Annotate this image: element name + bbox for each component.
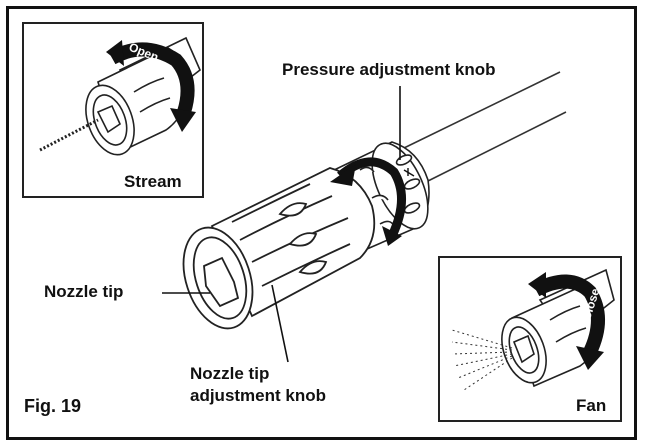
pressure-rotate-arrow-icon: [330, 157, 407, 246]
fan-close-arrow-icon: [528, 272, 605, 370]
fan-caption: Fan: [576, 396, 607, 415]
stream-open-arrow-icon: [106, 40, 196, 132]
stream-spray-icon: [39, 118, 99, 152]
nozzle-tip-knob-body: [210, 167, 376, 318]
nozzle-tip-knob-label-line2: adjustment knob: [190, 386, 327, 405]
figure-number: Fig. 19: [24, 396, 82, 416]
wand-shaft: [403, 71, 567, 185]
pressure-indicator-icon: [403, 168, 415, 177]
pressure-knob-label: Pressure adjustment knob: [282, 60, 496, 79]
leader-lines: [162, 86, 401, 363]
nozzle-face: [182, 226, 254, 330]
fan-spray-icon: [451, 329, 513, 391]
nozzle-tip-knob-label-line1: Nozzle tip: [190, 364, 270, 383]
nozzle-tip-label: Nozzle tip: [44, 282, 124, 301]
stream-caption: Stream: [124, 172, 182, 191]
